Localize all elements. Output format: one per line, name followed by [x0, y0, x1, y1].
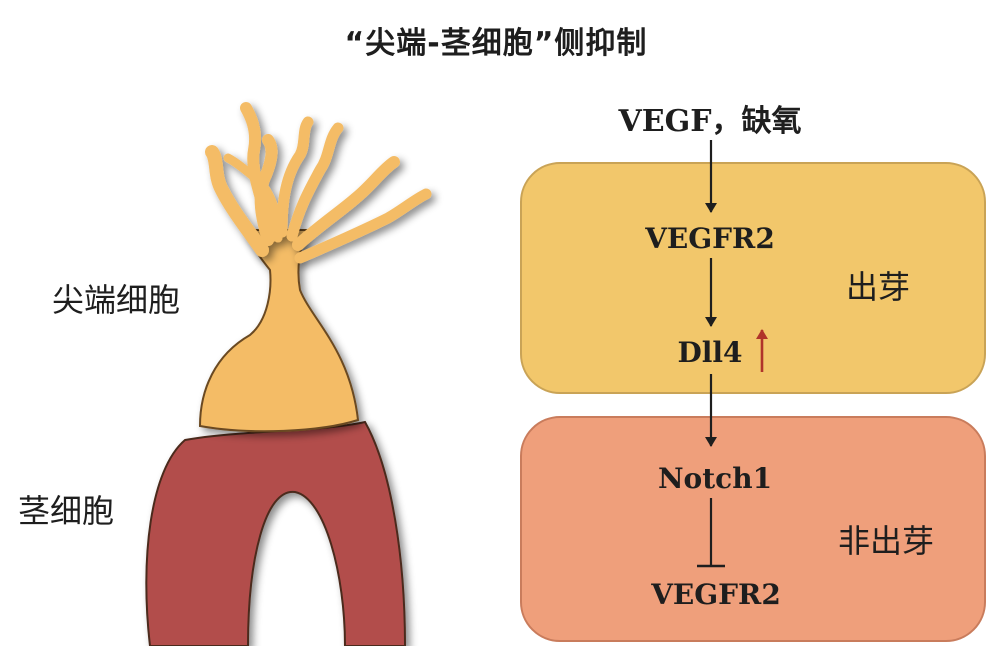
vegfr2-bottom-node: VEGFR2 [651, 578, 781, 611]
diagram-title: “尖端-茎细胞”侧抑制 [344, 26, 648, 61]
notch1-node: Notch1 [657, 462, 773, 495]
vessel-sprout-illustration [145, 102, 432, 646]
sprouting-region-box [520, 162, 986, 394]
vegfr2-top-node: VEGFR2 [645, 222, 775, 255]
stalk-cell-shape [145, 420, 407, 646]
sprouting-label: 出芽 [846, 268, 911, 306]
tip-cell-filopodia [205, 102, 432, 264]
tip-cell-label: 尖端细胞 [52, 281, 181, 319]
vegf-hypoxia-node: VEGF，缺氧 [618, 104, 802, 139]
dll4-node: Dll4 [677, 336, 743, 369]
non-sprouting-region-box [520, 416, 986, 642]
stalk-cell-label: 茎细胞 [18, 492, 115, 530]
non-sprouting-label: 非出芽 [838, 522, 935, 560]
